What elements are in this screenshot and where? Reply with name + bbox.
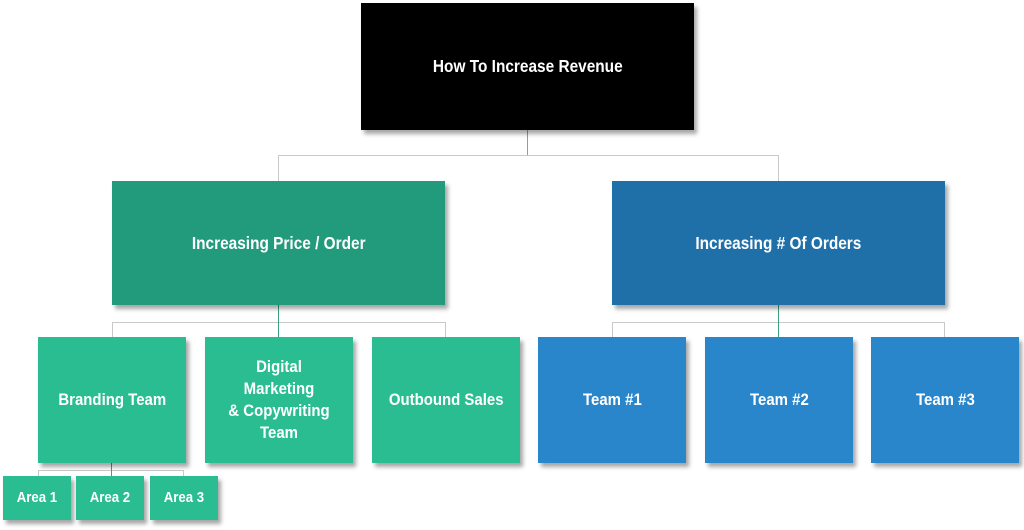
connector-blue-stem bbox=[778, 305, 779, 337]
connector-drop-branding bbox=[112, 322, 113, 337]
node-how-to-increase-revenue: How To Increase Revenue bbox=[361, 3, 694, 130]
node-area-1: Area 1 bbox=[3, 476, 71, 520]
connector-drop-team3 bbox=[944, 322, 945, 337]
node-label: Team #3 bbox=[915, 389, 975, 409]
connector-drop-area1 bbox=[38, 470, 39, 476]
connector-drop-team1 bbox=[612, 322, 613, 337]
node-label: Increasing Price / Order bbox=[191, 232, 366, 253]
connector-root-rail bbox=[278, 155, 779, 156]
node-team-3: Team #3 bbox=[871, 337, 1019, 463]
node-label: Team #1 bbox=[582, 389, 642, 409]
node-branding-team: Branding Team bbox=[38, 337, 186, 463]
node-label: Digital Marketing & Copywriting Team bbox=[228, 356, 330, 443]
node-label: Area 3 bbox=[163, 489, 205, 507]
connector-root-stem bbox=[527, 130, 528, 155]
node-label: How To Increase Revenue bbox=[432, 56, 623, 77]
node-label: Branding Team bbox=[58, 389, 166, 409]
node-increasing-num-orders: Increasing # Of Orders bbox=[612, 181, 945, 305]
node-label: Outbound Sales bbox=[388, 389, 504, 409]
node-label: Increasing # Of Orders bbox=[695, 232, 862, 253]
node-label: Team #2 bbox=[749, 389, 809, 409]
node-digital-marketing-copywriting-team: Digital Marketing & Copywriting Team bbox=[205, 337, 353, 463]
connector-green-rail bbox=[112, 322, 446, 323]
connector-drop-area3 bbox=[183, 470, 184, 476]
connector-branding-stem bbox=[111, 463, 112, 476]
node-outbound-sales: Outbound Sales bbox=[372, 337, 520, 463]
connector-drop-price-order bbox=[278, 155, 279, 181]
node-team-1: Team #1 bbox=[538, 337, 686, 463]
node-area-3: Area 3 bbox=[150, 476, 218, 520]
node-area-2: Area 2 bbox=[76, 476, 144, 520]
node-increasing-price-order: Increasing Price / Order bbox=[112, 181, 445, 305]
node-label: Area 2 bbox=[89, 489, 131, 507]
connector-drop-num-orders bbox=[778, 155, 779, 181]
node-team-2: Team #2 bbox=[705, 337, 853, 463]
connector-green-stem bbox=[278, 305, 279, 337]
node-label: Area 1 bbox=[16, 489, 58, 507]
connector-drop-outbound bbox=[445, 322, 446, 337]
